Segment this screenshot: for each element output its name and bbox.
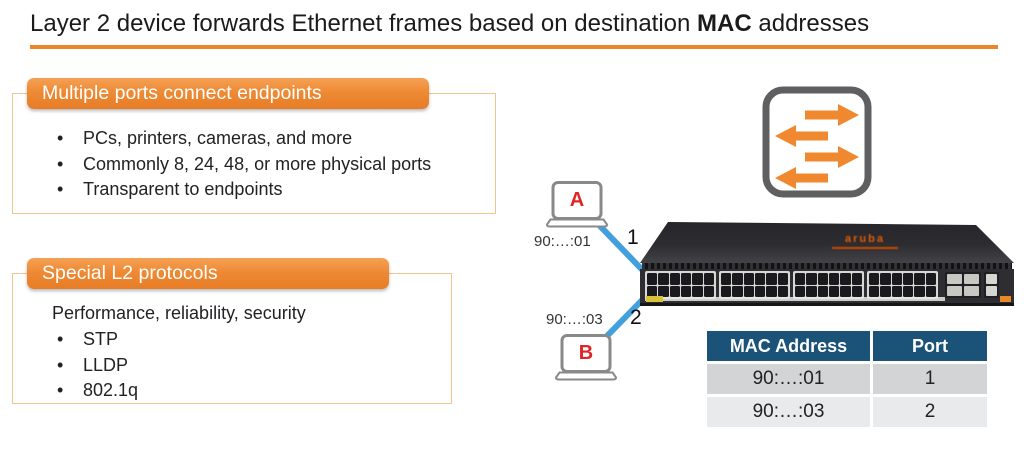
- switch-yellow-sticker: [646, 296, 663, 302]
- rj45-port-group: [719, 271, 790, 299]
- rj45-port-group: [793, 271, 864, 299]
- sfp-slots: [945, 272, 981, 298]
- switch-base-edge: [640, 303, 1014, 306]
- slide-title: Layer 2 device forwards Ethernet frames …: [30, 10, 1008, 38]
- switch-label-strip: [645, 297, 945, 301]
- mac-table-cell: 1: [873, 364, 987, 394]
- endpoint-b-mac: 90:…:03: [546, 311, 603, 328]
- endpoint-a-laptop: A: [545, 181, 609, 228]
- mac-table-header-address: MAC Address: [707, 331, 870, 361]
- bullet-item: LLDP: [54, 355, 138, 375]
- panel-special-l2-bullets: STP LLDP 802.1q: [54, 329, 138, 406]
- bullet-item: 802.1q: [54, 380, 138, 400]
- mac-table-cell: 90:…:03: [707, 397, 870, 427]
- switch-front-face: [640, 269, 1014, 303]
- bullet-item: STP: [54, 329, 138, 349]
- switch-orange-tab: [1000, 296, 1011, 302]
- rj45-port-group: [867, 271, 938, 299]
- port-1-label: 1: [627, 226, 639, 249]
- bullet-item: PCs, printers, cameras, and more: [54, 128, 431, 148]
- switch-vent-strip: [642, 263, 1012, 269]
- switch-brand-subline: [832, 247, 898, 249]
- l2-switch-icon: [762, 86, 872, 198]
- switch-brand-logo: aruba: [845, 233, 885, 245]
- panel-multiple-ports-bullets: PCs, printers, cameras, and more Commonl…: [54, 128, 431, 205]
- endpoint-b-label: B: [578, 342, 594, 364]
- mac-table-cell: 2: [873, 397, 987, 427]
- panel-multiple-ports-header: Multiple ports connect endpoints: [27, 78, 429, 109]
- title-text-after: addresses: [751, 10, 870, 37]
- management-ports: [984, 272, 999, 298]
- panel-special-l2-header: Special L2 protocols: [27, 258, 389, 289]
- title-text: Layer 2 device forwards Ethernet frames …: [30, 10, 698, 37]
- switch-top-face: [640, 222, 1014, 263]
- bullet-item: Transparent to endpoints: [54, 179, 431, 199]
- mac-table-cell: 90:…:01: [707, 364, 870, 394]
- mac-address-table: MAC Address Port 90:…:01 1 90:…:03 2: [707, 331, 987, 427]
- rj45-port-group: [645, 271, 716, 299]
- mac-table-header-port: Port: [873, 331, 987, 361]
- endpoint-a-label: A: [569, 189, 585, 211]
- panel-special-l2-intro: Performance, reliability, security: [52, 303, 306, 323]
- title-emphasis: MAC: [697, 10, 752, 37]
- title-underline: [30, 45, 998, 49]
- endpoint-a-mac: 90:…:01: [534, 233, 591, 250]
- bullet-item: Commonly 8, 24, 48, or more physical por…: [54, 154, 431, 174]
- endpoint-b-laptop: B: [554, 334, 618, 381]
- port-2-label: 2: [630, 306, 642, 329]
- network-switch-photo: aruba: [640, 222, 1014, 306]
